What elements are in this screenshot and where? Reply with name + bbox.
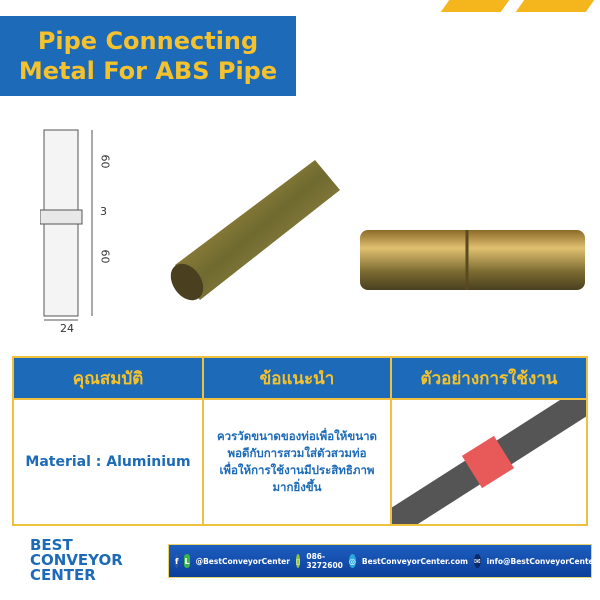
facebook-icon[interactable]: f	[175, 554, 179, 568]
header-properties: คุณสมบัติ	[14, 358, 204, 400]
header-advice: ข้อแนะนำ	[204, 358, 392, 400]
website-link[interactable]: BestConveyorCenter.com	[361, 556, 468, 566]
dim-width: 24	[60, 322, 74, 335]
phone-number[interactable]: 086-3272600	[306, 552, 343, 570]
dim-bottom: 60	[98, 249, 112, 264]
email-link[interactable]: info@BestConveyorCenter.com	[486, 556, 600, 566]
advice-text: ควรวัดขนาดของท่อเพื่อให้ขนาด พอดีกับการส…	[204, 400, 392, 524]
dim-mid: 3	[100, 205, 107, 218]
contact-bar: f L @BestConveyorCenter ▯ 086-3272600 ◎ …	[168, 544, 600, 578]
decor-stripe	[515, 0, 595, 12]
usage-illustration	[392, 400, 586, 524]
pipe-usage-illustration	[392, 400, 586, 524]
line-icon[interactable]: L	[184, 554, 190, 568]
pipe-dimension-drawing	[40, 129, 93, 321]
decor-stripe	[440, 0, 510, 12]
property-material: Material : Aluminium	[14, 400, 204, 524]
pipe-connector-photo-side	[360, 230, 585, 290]
phone-icon: ▯	[295, 554, 301, 568]
page-title: Pipe Connecting Metal For ABS Pipe	[0, 16, 296, 96]
globe-icon: ◎	[348, 554, 356, 568]
email-icon: ✉	[473, 554, 481, 568]
social-handle[interactable]: @BestConveyorCenter	[195, 556, 290, 566]
spec-table: คุณสมบัติ ข้อแนะนำ ตัวอย่างการใช้งาน Mat…	[12, 356, 588, 526]
brand-logo: BEST CONVEYOR CENTER	[30, 536, 123, 584]
header-usage-example: ตัวอย่างการใช้งาน	[392, 358, 586, 400]
pipe-connector-photo-angled	[170, 160, 340, 301]
dim-top: 60	[98, 154, 112, 169]
